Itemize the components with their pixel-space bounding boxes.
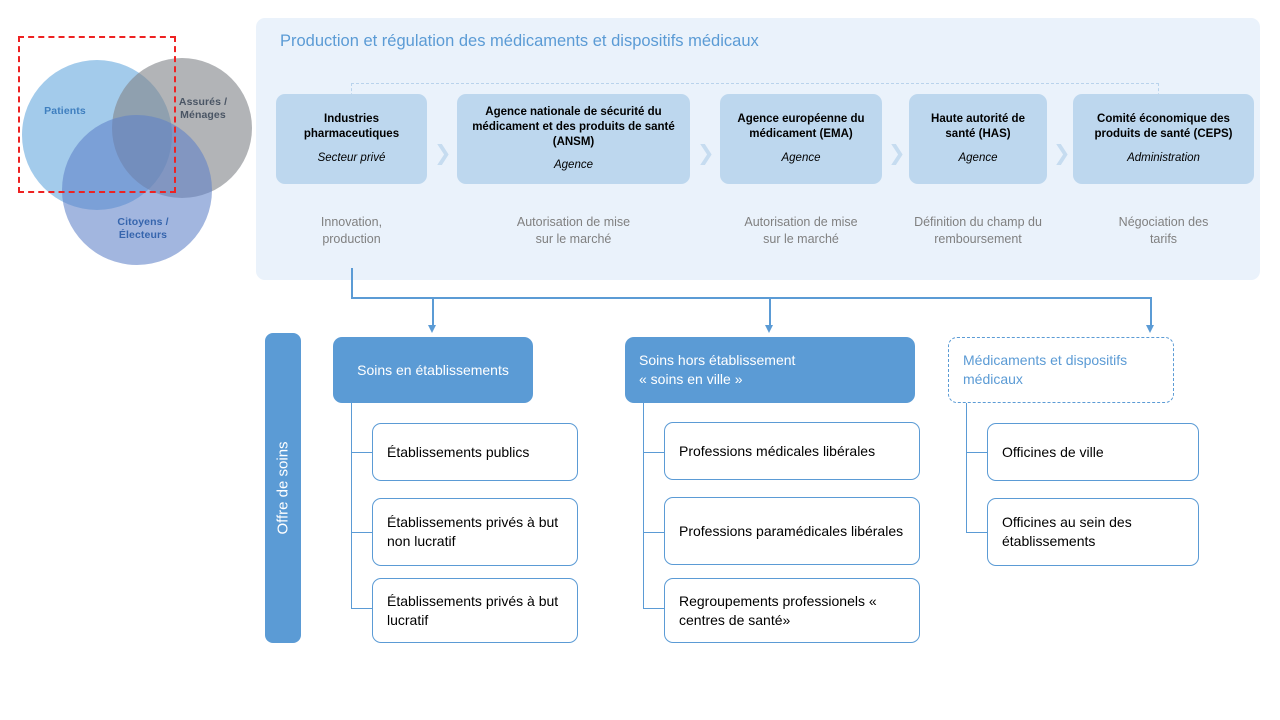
- top-box-has[interactable]: Haute autorité de santé (HAS) Agence: [909, 94, 1047, 184]
- column-header-label-line1: Soins hors établissement: [639, 352, 796, 369]
- top-box-title: Agence nationale de sécurité du médicame…: [472, 105, 675, 148]
- top-box-ansm[interactable]: Agence nationale de sécurité du médicame…: [457, 94, 690, 184]
- spine-etablissements: [351, 403, 353, 608]
- offre-de-soins-label: Offre de soins: [274, 441, 292, 535]
- leaf-etablissements-publics[interactable]: Établissements publics: [372, 423, 578, 481]
- top-box-industries[interactable]: Industries pharmaceutiques Secteur privé: [276, 94, 427, 184]
- top-box-caption-has: Définition du champ du remboursement: [890, 214, 1066, 248]
- panel-title: Production et régulation des médicaments…: [280, 32, 759, 50]
- venn-circle-citoyens: [62, 115, 212, 265]
- chevron-right-icon-2: ❯: [697, 142, 715, 165]
- venn-label-citoyens: Citoyens / Électeurs: [105, 216, 181, 242]
- drop-connector-etablissements: [432, 297, 434, 327]
- caption-line2: sur le marché: [535, 231, 612, 246]
- chevron-right-icon-4: ❯: [1053, 142, 1071, 165]
- venn-label-assures-line2: Ménages: [180, 109, 226, 122]
- venn-label-assures-line1: Assurés /: [178, 96, 228, 108]
- venn-label-patients-text: Patients: [44, 105, 86, 117]
- tick-etablissements-3: [351, 608, 373, 610]
- leaf-regroupements-professionels[interactable]: Regroupements professionels « centres de…: [664, 578, 920, 643]
- tick-hors-etablissement-3: [643, 608, 665, 610]
- caption-line1: Innovation,: [320, 215, 383, 229]
- tick-hors-etablissement-1: [643, 452, 665, 454]
- drop-arrow-icon-medicaments: [1146, 325, 1154, 333]
- leaf-professions-paramedicales-liberales[interactable]: Professions paramédicales libérales: [664, 497, 920, 565]
- caption-line2: tarifs: [1149, 231, 1178, 246]
- leaf-label: Professions médicales libérales: [679, 442, 876, 459]
- leaf-label: Établissements publics: [387, 443, 530, 460]
- leaf-label: Établissements privés à but lucratif: [387, 592, 559, 628]
- leaf-etablissements-prives-lucratif[interactable]: Établissements privés à but lucratif: [372, 578, 578, 643]
- top-box-title: Agence européenne du médicament (EMA): [737, 113, 865, 141]
- column-header-medicaments[interactable]: Médicaments et dispositifs médicaux: [948, 337, 1174, 403]
- leaf-label: Officines au sein des établissements: [1002, 514, 1132, 549]
- spine-hors-etablissement: [643, 403, 645, 608]
- column-header-label: Soins en établissements: [357, 361, 509, 378]
- top-box-caption-ema: Autorisation de mise sur le marché: [715, 214, 887, 248]
- trunk-vertical-connector: [351, 268, 353, 299]
- spine-medicaments: [966, 403, 968, 533]
- top-box-caption-ansm: Autorisation de mise sur le marché: [457, 214, 690, 248]
- caption-line1: Définition du champ du: [914, 215, 1042, 229]
- tick-hors-etablissement-2: [643, 532, 665, 534]
- drop-connector-hors-etablissement: [769, 297, 771, 327]
- drop-arrow-icon-hors-etablissement: [765, 325, 773, 333]
- column-header-label-line2: « soins en ville »: [639, 371, 743, 387]
- leaf-officines-au-sein-des-etablissements[interactable]: Officines au sein des établissements: [987, 498, 1199, 566]
- chevron-right-icon-1: ❯: [434, 142, 452, 165]
- column-header-etablissements[interactable]: Soins en établissements: [333, 337, 533, 403]
- top-box-subtitle: Agence: [781, 151, 821, 164]
- drop-arrow-icon-etablissements: [428, 325, 436, 333]
- venn-diagram: Patients Assurés / Ménages Citoyens / Él…: [0, 20, 255, 265]
- tick-medicaments-1: [966, 452, 988, 454]
- venn-label-assures: Assurés / Ménages: [167, 96, 239, 122]
- top-box-caption-industries: Innovation, production: [276, 214, 427, 248]
- top-box-caption-ceps: Négociation des tarifs: [1073, 214, 1254, 248]
- leaf-label: Professions paramédicales libérales: [679, 522, 904, 539]
- leaf-officines-de-ville[interactable]: Officines de ville: [987, 423, 1199, 481]
- top-box-title: Comité économique des produits de santé …: [1094, 113, 1233, 141]
- leaf-label: Établissements privés à but non lucratif: [387, 514, 559, 549]
- top-box-ceps[interactable]: Comité économique des produits de santé …: [1073, 94, 1254, 184]
- caption-line1: Autorisation de mise: [516, 215, 631, 229]
- tick-etablissements-2: [351, 532, 373, 534]
- column-header-label: Médicaments et dispositifs médicaux: [963, 352, 1128, 387]
- trunk-horizontal-connector: [351, 297, 1151, 299]
- leaf-professions-medicales-liberales[interactable]: Professions médicales libérales: [664, 422, 920, 480]
- top-box-subtitle: Agence: [553, 159, 593, 172]
- tick-medicaments-2: [966, 532, 988, 534]
- top-box-title: Industries pharmaceutiques: [303, 113, 400, 141]
- caption-line2: production: [322, 231, 381, 246]
- venn-label-patients: Patients: [30, 105, 100, 118]
- caption-line2: remboursement: [934, 231, 1022, 246]
- top-box-title: Haute autorité de santé (HAS): [931, 113, 1025, 141]
- venn-label-citoyens-line1: Citoyens /: [117, 216, 169, 228]
- tick-etablissements-1: [351, 452, 373, 454]
- leaf-label: Officines de ville: [1002, 443, 1104, 460]
- offre-de-soins-bar: Offre de soins: [265, 333, 301, 643]
- leaf-etablissements-prives-non-lucratif[interactable]: Établissements privés à but non lucratif: [372, 498, 578, 566]
- top-box-ema[interactable]: Agence européenne du médicament (EMA) Ag…: [720, 94, 882, 184]
- leaf-label: Regroupements professionels « centres de…: [679, 592, 877, 628]
- caption-line1: Négociation des: [1118, 215, 1209, 229]
- drop-connector-medicaments: [1150, 297, 1152, 327]
- venn-label-citoyens-line2: Électeurs: [118, 229, 168, 242]
- column-header-hors-etablissement[interactable]: Soins hors établissement « soins en vill…: [625, 337, 915, 403]
- venn-highlight-rectangle: [18, 36, 176, 193]
- top-box-subtitle: Agence: [958, 151, 998, 164]
- top-box-subtitle: Secteur privé: [317, 151, 386, 164]
- caption-line2: sur le marché: [763, 231, 839, 246]
- top-box-subtitle: Administration: [1127, 151, 1200, 164]
- caption-line1: Autorisation de mise: [744, 215, 858, 229]
- chevron-right-icon-3: ❯: [888, 142, 906, 165]
